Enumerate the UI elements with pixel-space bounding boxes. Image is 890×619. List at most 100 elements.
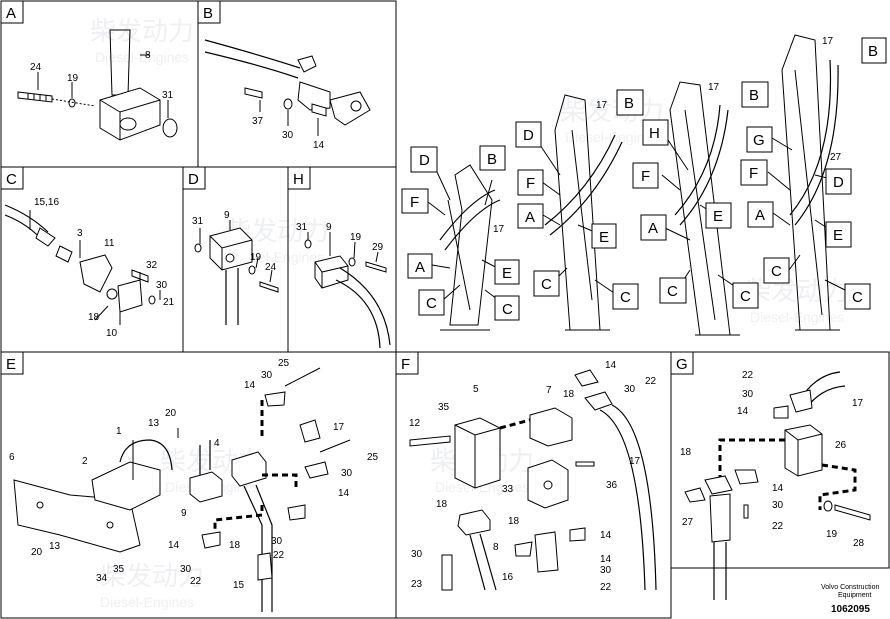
callout-box: G [746, 126, 773, 153]
part-number-label: 20 [31, 547, 43, 558]
part-number-label: 8 [493, 542, 499, 553]
svg-text:B: B [868, 43, 878, 60]
callout-part-number: 17 [596, 100, 608, 111]
brand-name-line1: Volvo Construction [821, 584, 879, 591]
panel-f-tab: F [395, 351, 419, 375]
panel-h-letter: H [293, 171, 304, 188]
part-number-label: 37 [252, 116, 264, 127]
panel-c-drawing: 15,16 3 11 32 30 21 18 10 [4, 197, 175, 339]
svg-text:B: B [749, 87, 759, 104]
panel-c-tab: C [0, 166, 24, 190]
svg-text:F: F [526, 175, 535, 192]
brand-name-line2: Equipment [838, 592, 872, 599]
panel-a-drawing: 8 24 19 31 [17, 29, 178, 141]
part-number-label: 18 [680, 447, 692, 458]
watermark-text: Diesel-Engines [100, 594, 194, 610]
part-number-label: 30 [742, 389, 754, 400]
svg-text:C: C [852, 289, 863, 306]
overview-callouts: D B F 17 A E C C D F A C B 17 E C 17 B H… [401, 36, 887, 321]
part-number-label: 14 [737, 406, 749, 417]
svg-text:C: C [502, 301, 513, 318]
part-number-label: 25 [367, 452, 379, 463]
part-number-label: 14 [605, 360, 617, 371]
part-number-label: 28 [853, 538, 865, 549]
panel-f-drawing: 14 5 7 30 22 35 18 12 17 36 33 18 18 14 … [409, 360, 657, 593]
svg-text:F: F [749, 165, 758, 182]
panel-g-frame [670, 351, 890, 569]
part-number-label: 18 [436, 499, 448, 510]
part-number-label: 2 [82, 456, 88, 467]
part-number-label: 19 [67, 73, 79, 84]
part-number-label: 15 [233, 580, 245, 591]
svg-text:C: C [620, 289, 631, 306]
part-number-label: 30 [341, 468, 353, 479]
svg-text:D: D [523, 127, 534, 144]
callout-box: E [825, 221, 852, 248]
svg-text:G: G [753, 132, 765, 149]
panel-e-tab: E [0, 351, 24, 375]
part-number-label: 22 [742, 370, 754, 381]
part-number-label: 17 [629, 456, 641, 467]
part-number-label: 24 [30, 62, 42, 73]
part-number-label: 22 [645, 376, 657, 387]
part-number-label: 10 [106, 328, 118, 339]
part-number-label: 7 [546, 385, 552, 396]
part-number-label: 33 [502, 484, 514, 495]
part-number-label: 21 [163, 297, 175, 308]
svg-text:F: F [641, 168, 650, 185]
overview-boom-drawing [427, 34, 856, 336]
part-number-label: 30 [261, 370, 273, 381]
svg-text:H: H [649, 125, 660, 142]
part-number-label: 19 [350, 232, 362, 243]
title-block: Volvo Construction Equipment 1062095 [821, 584, 879, 615]
svg-text:E: E [833, 227, 843, 244]
part-number-label: 18 [229, 540, 241, 551]
part-number-label: 15,16 [34, 197, 59, 208]
watermark-text: Diesel-Engines [95, 49, 189, 65]
panel-g-tab: G [670, 351, 694, 375]
part-number-label: 35 [113, 564, 125, 575]
part-number-label: 13 [148, 418, 160, 429]
svg-text:F: F [410, 194, 419, 211]
part-number-label: 31 [162, 90, 174, 101]
part-number-label: 9 [224, 210, 230, 221]
svg-text:A: A [755, 207, 765, 224]
svg-text:A: A [525, 209, 535, 226]
panel-c-letter: C [6, 171, 17, 188]
panel-a-letter: A [6, 5, 16, 22]
part-number-label: 8 [145, 50, 151, 61]
part-number-label: 13 [49, 541, 61, 552]
part-number-label: 36 [606, 480, 618, 491]
panel-h-drawing: 31 9 19 29 [296, 222, 391, 349]
callout-box: F [401, 188, 429, 214]
part-number-label: 22 [190, 576, 202, 587]
part-number-label: 19 [826, 529, 838, 540]
panel-d-drawing: 31 9 19 24 [192, 210, 279, 325]
part-number-label: 14 [600, 530, 612, 541]
callout-box: H [642, 119, 669, 146]
part-number-label: 32 [146, 260, 158, 271]
part-number-label: 14 [244, 380, 256, 391]
part-number-label: 19 [250, 252, 262, 263]
part-number-label: 17 [852, 398, 864, 409]
watermark-text: Diesel-Engines [565, 129, 659, 145]
part-number-label: 31 [192, 216, 204, 227]
panel-letter-tabs: A B C D H E F G [0, 0, 694, 375]
callout-box: B [861, 37, 887, 64]
callout-box: E [705, 202, 732, 229]
panel-g-drawing: 22 30 14 17 18 26 14 30 22 19 28 27 [680, 370, 871, 600]
part-number-label: 29 [372, 242, 384, 253]
part-number-label: 30 [772, 500, 784, 511]
svg-text:C: C [541, 276, 552, 293]
callout-box: D [825, 168, 852, 195]
svg-text:A: A [415, 259, 425, 276]
part-number-label: 30 [156, 280, 168, 291]
callout-box: C [418, 289, 445, 316]
part-number-label: 14 [600, 554, 612, 565]
part-number-label: 14 [338, 488, 350, 499]
svg-text:D: D [419, 152, 430, 169]
part-number-label: 14 [168, 540, 180, 551]
panel-h-tab: H [287, 166, 311, 190]
callout-box: A [747, 201, 774, 228]
